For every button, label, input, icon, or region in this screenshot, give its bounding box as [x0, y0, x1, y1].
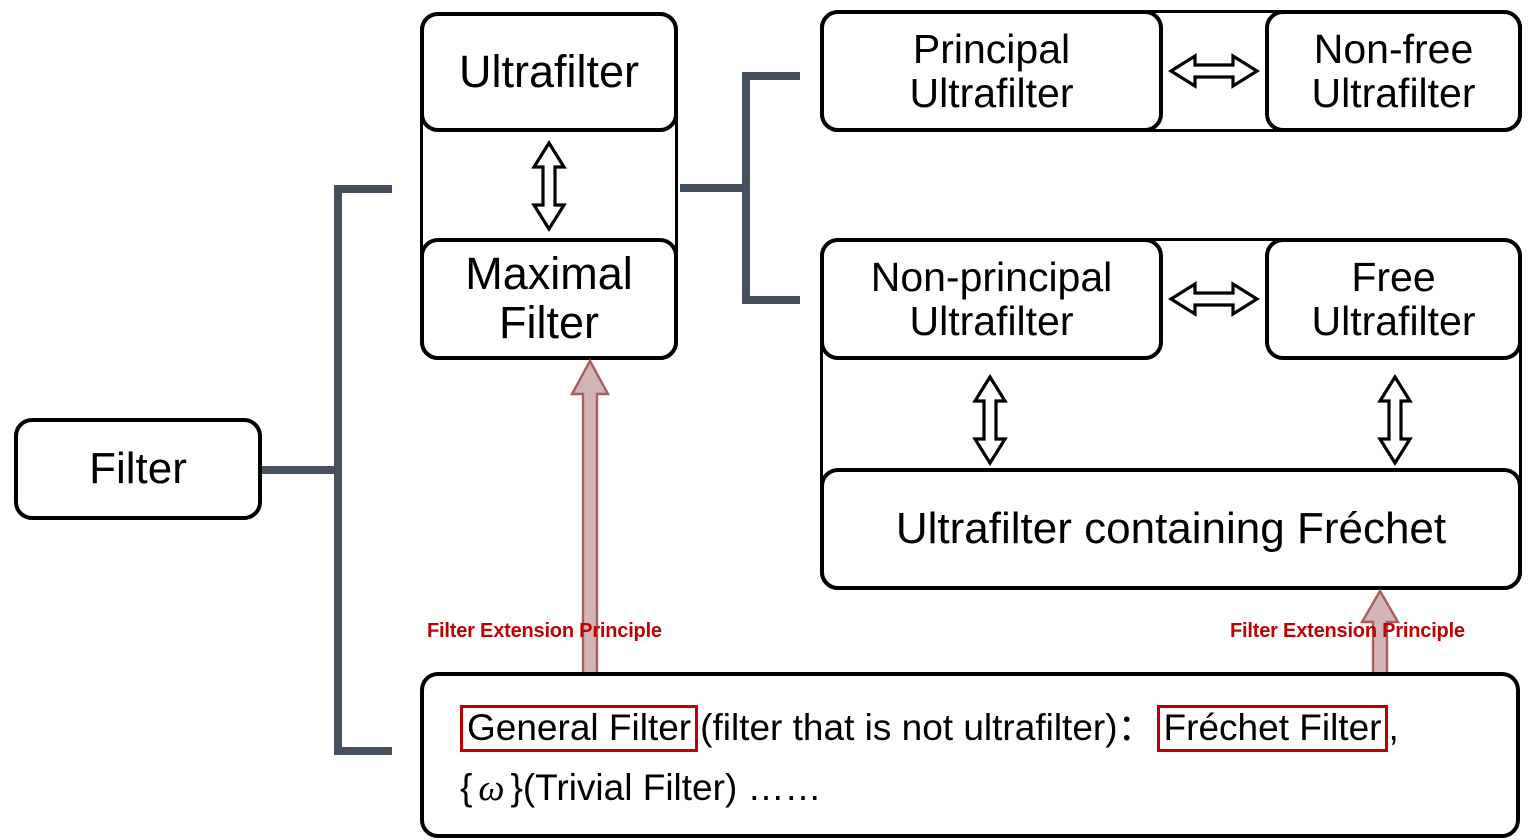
- brace-open: {: [460, 766, 473, 808]
- node-maximal-filter-label-line2: Filter: [499, 297, 599, 348]
- node-ultrafilter[interactable]: Ultrafilter: [420, 12, 678, 132]
- node-maximal-filter[interactable]: Maximal Filter: [420, 238, 678, 360]
- node-filter-label: Filter: [89, 444, 187, 494]
- node-ultrafilter-containing-frechet-label: Ultrafilter containing Fréchet: [895, 504, 1447, 554]
- node-non-free-ultrafilter-label-line2: Ultrafilter: [1311, 70, 1476, 116]
- bracket-ultrafilter-split: [680, 72, 820, 304]
- node-non-free-ultrafilter-label-line1: Non-free: [1313, 25, 1474, 72]
- annotation-right-text: Filter Extension Principle: [1230, 620, 1465, 642]
- node-principal-ultrafilter[interactable]: Principal Ultrafilter: [820, 10, 1163, 132]
- highlight-frechet-filter[interactable]: Fréchet Filter: [1156, 705, 1389, 752]
- node-maximal-filter-label-line1: Maximal: [465, 248, 633, 300]
- up-down-double-arrow-icon: [1377, 374, 1413, 466]
- node-principal-ultrafilter-label-line1: Principal: [912, 25, 1071, 72]
- node-non-principal-ultrafilter[interactable]: Non-principal Ultrafilter: [820, 238, 1163, 360]
- bracket-root-arm-top: [334, 185, 392, 193]
- bottom-box-line-1: General Filter(filter that is not ultraf…: [460, 698, 1500, 758]
- annotation-left-text: Filter Extension Principle: [427, 620, 662, 642]
- bracket-split-stem: [680, 184, 748, 192]
- bracket-split-arm-top: [742, 72, 800, 80]
- node-principal-ultrafilter-label-line2: Ultrafilter: [909, 70, 1074, 116]
- node-free-ultrafilter-label-line1: Free: [1351, 253, 1436, 300]
- annotation-filter-extension-principle-right: Filter Extension Principle: [1230, 620, 1465, 643]
- bracket-root-stem: [262, 466, 340, 474]
- equiv-arrow-principal-nonfree: [1163, 10, 1265, 132]
- bracket-root-spine: [334, 185, 342, 755]
- bottom-box-middle-text: (filter that is not ultrafilter)：: [700, 707, 1155, 748]
- bracket-split-spine: [742, 72, 750, 304]
- node-filter[interactable]: Filter: [14, 418, 262, 520]
- node-general-filter-box[interactable]: General Filter(filter that is not ultraf…: [420, 672, 1520, 838]
- annotation-filter-extension-principle-left: Filter Extension Principle: [427, 620, 662, 643]
- bracket-split-arm-bottom: [742, 296, 800, 304]
- bracket-root: [262, 185, 392, 755]
- left-right-double-arrow-icon: [1168, 53, 1260, 89]
- node-free-ultrafilter[interactable]: Free Ultrafilter: [1265, 238, 1522, 360]
- equiv-arrow-nonprincipal-free: [1163, 238, 1265, 360]
- highlight-general-filter[interactable]: General Filter: [460, 705, 699, 752]
- bottom-box-line2-suffix: }(Trivial Filter) ……: [510, 766, 822, 808]
- bracket-root-arm-bottom: [334, 747, 392, 755]
- equiv-arrow-ultrafilter-maximal: [420, 138, 678, 234]
- node-ultrafilter-containing-frechet[interactable]: Ultrafilter containing Fréchet: [820, 468, 1522, 590]
- left-right-double-arrow-icon: [1168, 281, 1260, 317]
- omega-symbol: ω: [478, 767, 505, 809]
- node-non-principal-ultrafilter-label-line2: Ultrafilter: [909, 298, 1074, 344]
- node-non-free-ultrafilter[interactable]: Non-free Ultrafilter: [1265, 10, 1522, 132]
- up-down-double-arrow-icon: [972, 374, 1008, 466]
- bottom-box-trailing-comma: ,: [1388, 707, 1399, 748]
- node-ultrafilter-label: Ultrafilter: [458, 45, 640, 97]
- equiv-arrow-free-frechet: [1345, 372, 1445, 468]
- equiv-arrow-nonprincipal-frechet: [940, 372, 1040, 468]
- node-free-ultrafilter-label-line2: Ultrafilter: [1311, 298, 1476, 344]
- up-down-double-arrow-icon: [531, 140, 567, 232]
- bottom-box-line-2: {ω}(Trivial Filter) ……: [460, 758, 1500, 819]
- node-non-principal-ultrafilter-label-line1: Non-principal: [870, 253, 1113, 300]
